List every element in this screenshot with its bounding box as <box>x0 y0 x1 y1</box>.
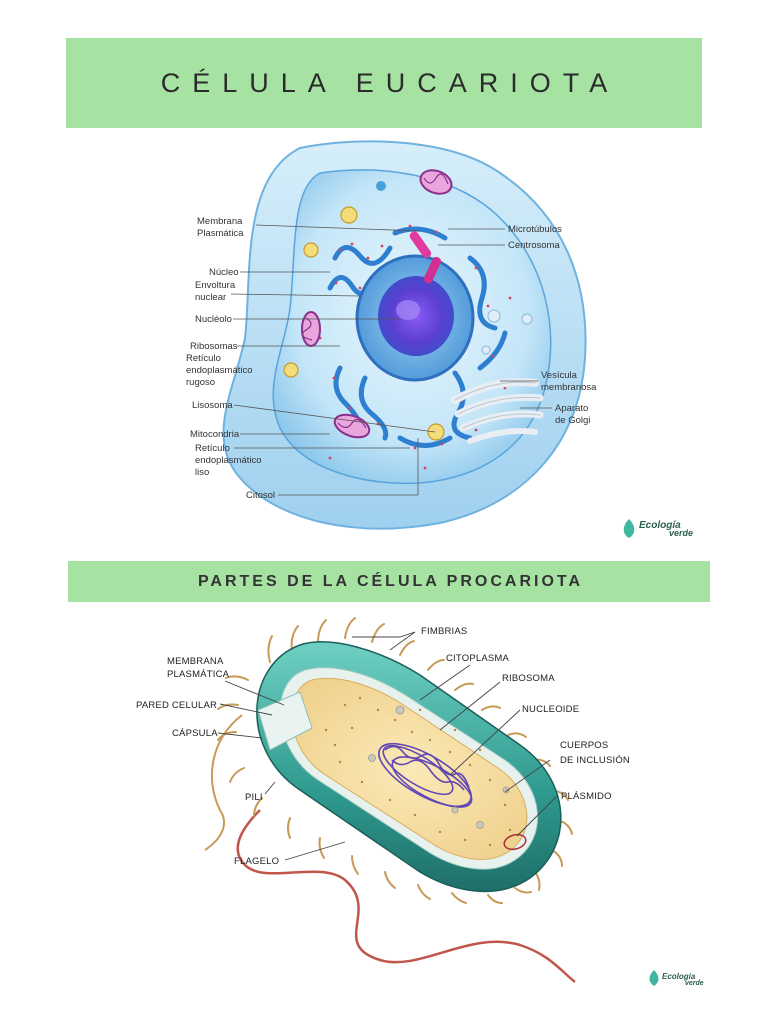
label-rel-1: Retículo <box>195 443 230 454</box>
label-nucleoide: NUCLEOIDE <box>522 704 579 715</box>
nucleus <box>355 254 475 382</box>
logo-text-2: verde <box>669 528 693 538</box>
eukaryote-title: CÉLULA EUCARIOTA <box>160 67 620 98</box>
fimbriae <box>217 617 573 904</box>
label-rel-3: liso <box>195 467 209 478</box>
logo-text-1: Ecología <box>639 520 681 531</box>
leader-lines-prokaryote <box>217 631 558 861</box>
pilus <box>204 714 243 851</box>
label-ribosomas: Ribosomas <box>190 341 238 352</box>
label-vesicula-1: Vesícula <box>541 370 578 381</box>
label-nucleolo: Nucléolo <box>195 314 232 325</box>
label-fimbrias: FIMBRIAS <box>421 626 467 637</box>
label-mitocondria: Mitocondria <box>190 429 240 440</box>
prokaryote-title-banner: PARTES DE LA CÉLULA PROCARIOTA <box>68 561 710 602</box>
ecologia-verde-logo: Ecología verde <box>623 519 693 538</box>
label-rer-3: rugoso <box>186 377 215 388</box>
label-centrosoma: Centrosoma <box>508 240 560 251</box>
label-nucleo: Núcleo <box>209 267 239 278</box>
flagellum <box>236 809 576 983</box>
ecologia-verde-logo-2: Ecología verde <box>649 970 704 987</box>
label-membrana-1: Membrana <box>197 216 243 227</box>
capsule <box>256 641 562 893</box>
label-citoplasma: CITOPLASMA <box>446 653 510 664</box>
capsule-cut-layers <box>257 691 313 751</box>
label-envoltura-2: nuclear <box>195 292 226 303</box>
logo-text-2: verde <box>685 980 704 987</box>
label-vesicula-2: membranosa <box>541 382 597 393</box>
lysosomes <box>283 181 533 441</box>
label-flagelo: FLAGELO <box>234 856 279 867</box>
label-membrana-2: Plasmática <box>197 228 244 239</box>
label-membrana-1: MEMBRANA <box>167 656 224 667</box>
label-capsula: CÁPSULA <box>172 728 218 739</box>
label-rel-2: endoplasmático <box>195 455 262 466</box>
label-envoltura-1: Envoltura <box>195 280 236 291</box>
plasmid <box>503 833 527 851</box>
leader-lines-right <box>438 228 552 409</box>
golgi-apparatus <box>451 378 544 444</box>
logo-text-1: Ecología <box>662 972 696 981</box>
label-rer-1: Retículo <box>186 353 221 364</box>
label-pili: PILI <box>245 792 263 803</box>
label-golgi-2: de Golgi <box>555 415 590 426</box>
label-microtubulos: Microtúbulos <box>508 224 562 235</box>
label-lisosoma: Lisosoma <box>192 400 233 411</box>
label-citosol: Citosol <box>246 490 275 501</box>
eukaryotic-cell-diagram: Membrana Plasmática Núcleo Envoltura nuc… <box>186 140 693 538</box>
mitochondria <box>301 169 453 439</box>
ribosomes <box>324 696 512 847</box>
label-rer-2: endoplasmático <box>186 365 253 376</box>
prokaryote-title: PARTES DE LA CÉLULA PROCARIOTA <box>197 572 584 590</box>
label-ribosoma: RIBOSOMA <box>502 673 555 684</box>
inclusion-bodies <box>368 705 510 829</box>
label-cuerpos-2: DE INCLUSIÓN <box>560 755 630 766</box>
prokaryotic-cell-diagram: FIMBRIAS CITOPLASMA MEMBRANA PLASMÁTICA … <box>136 617 704 987</box>
label-pared: PARED CELULAR <box>136 700 217 711</box>
nucleoid <box>378 742 473 808</box>
centrosome <box>409 231 442 284</box>
label-golgi-1: Aparato <box>555 403 588 414</box>
label-plasmido: PLÁSMIDO <box>561 791 612 802</box>
label-membrana-2: PLASMÁTICA <box>167 669 230 680</box>
label-cuerpos-1: CUERPOS <box>560 740 608 751</box>
eukaryote-title-banner: CÉLULA EUCARIOTA <box>66 38 702 128</box>
leader-lines-left <box>230 224 436 496</box>
